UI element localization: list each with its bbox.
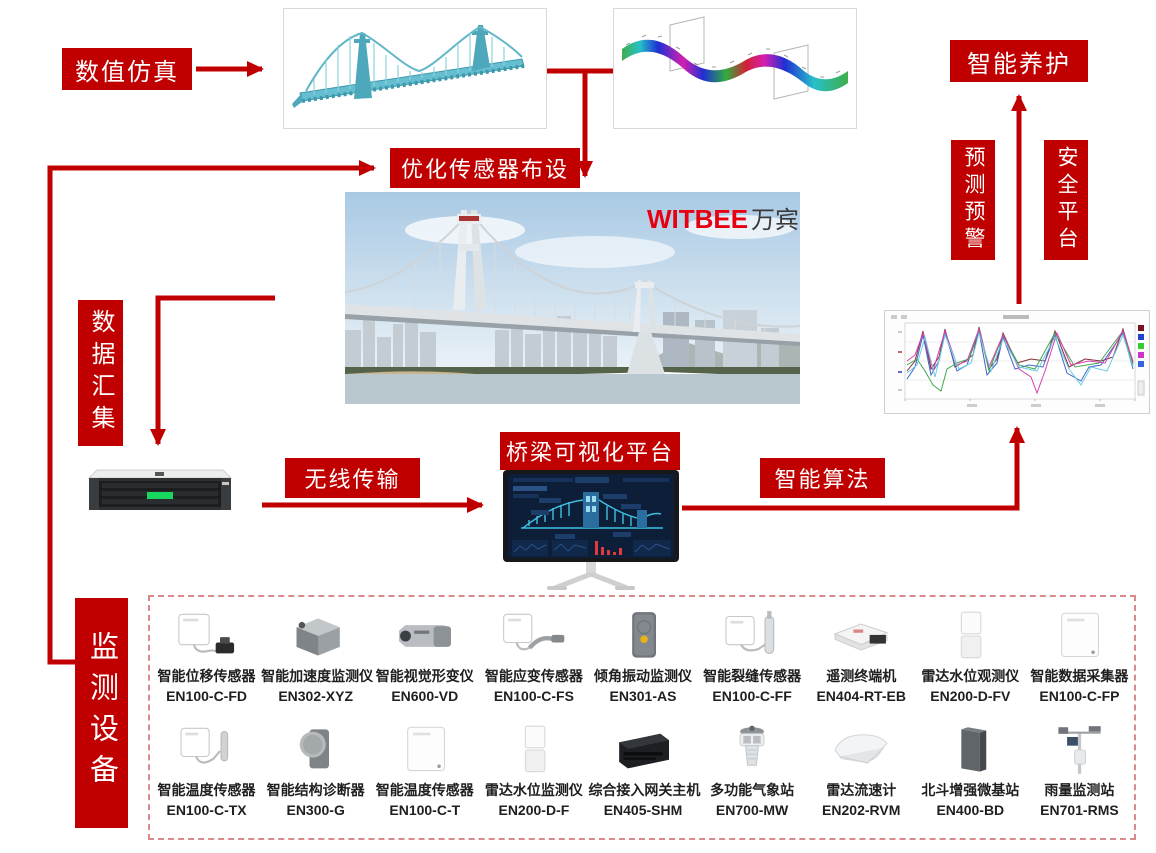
device-model: EN100-C-FS bbox=[493, 688, 574, 704]
radar-water-level-gauge-icon bbox=[931, 610, 1009, 662]
node-wireless-transmission: 无线传输 bbox=[285, 458, 420, 498]
device-item: 智能裂缝传感器 EN100-C-FF bbox=[698, 600, 807, 704]
device-name: 智能位移传感器 bbox=[157, 668, 256, 684]
strain-sensor-icon bbox=[495, 610, 573, 662]
watermark-company: 万宾 bbox=[751, 207, 799, 234]
device-item: 智能结构诊断器 EN300-G bbox=[261, 714, 370, 818]
device-name: 雨量监测站 bbox=[1044, 782, 1115, 798]
device-item: 多功能气象站 EN700-MW bbox=[698, 714, 807, 818]
bridge-photo: WITBEE 万宾 bbox=[345, 192, 800, 404]
equipment-row-2: 智能温度传感器 EN100-C-TX 智能结构诊断器 EN300-G 智能温度传… bbox=[152, 714, 1134, 818]
bridge-fem-model-image bbox=[283, 8, 547, 129]
device-model: EN400-BD bbox=[936, 802, 1005, 818]
node-monitoring-equipment: 监测设备 bbox=[75, 598, 128, 828]
device-name: 智能数据采集器 bbox=[1030, 668, 1129, 684]
device-item: 智能温度传感器 EN100-C-T bbox=[370, 714, 479, 818]
frequency-response-chart bbox=[884, 310, 1150, 414]
equipment-panel-border bbox=[148, 595, 1136, 840]
visualization-monitor bbox=[503, 470, 679, 594]
watermark-brand: WITBEE bbox=[647, 204, 748, 234]
node-numerical-simulation: 数值仿真 bbox=[62, 48, 192, 90]
node-optimize-sensor-layout: 优化传感器布设 bbox=[390, 148, 580, 188]
data-collector-icon bbox=[1040, 610, 1118, 662]
device-name: 智能视觉形变仪 bbox=[375, 668, 474, 684]
vision-deformation-camera-icon bbox=[386, 610, 464, 662]
device-model: EN200-D-FV bbox=[930, 688, 1011, 704]
device-model: EN202-RVM bbox=[822, 802, 901, 818]
device-name: 雷达流速计 bbox=[826, 782, 897, 798]
node-smart-maintenance: 智能养护 bbox=[950, 40, 1088, 82]
device-model: EN200-D-F bbox=[498, 802, 570, 818]
device-item: 综合接入网关主机 EN405-SHM bbox=[588, 714, 701, 818]
device-item: 智能加速度监测仪 EN302-XYZ bbox=[261, 600, 374, 704]
device-item: 智能温度传感器 EN100-C-TX bbox=[152, 714, 261, 818]
device-item: 雷达水位监测仪 EN200-D-F bbox=[479, 714, 588, 818]
device-name: 智能加速度监测仪 bbox=[261, 668, 374, 684]
displacement-sensor-icon bbox=[168, 610, 246, 662]
device-item: 智能应变传感器 EN100-C-FS bbox=[479, 600, 588, 704]
device-item: 北斗增强微基站 EN400-BD bbox=[916, 714, 1025, 818]
device-name: 智能温度传感器 bbox=[157, 782, 256, 798]
device-name: 智能结构诊断器 bbox=[266, 782, 365, 798]
device-item: 倾角振动监测仪 EN301-AS bbox=[588, 600, 697, 704]
device-model: EN100-C-TX bbox=[166, 802, 247, 818]
beidou-base-station-icon bbox=[931, 724, 1009, 776]
device-name: 倾角振动监测仪 bbox=[593, 668, 692, 684]
device-name: 智能裂缝传感器 bbox=[703, 668, 802, 684]
device-name: 智能应变传感器 bbox=[484, 668, 583, 684]
device-item: 雨量监测站 EN701-RMS bbox=[1025, 714, 1134, 818]
temperature-sensor-icon bbox=[168, 724, 246, 776]
device-name: 雷达水位监测仪 bbox=[484, 782, 583, 798]
device-model: EN302-XYZ bbox=[278, 688, 354, 704]
device-model: EN100-C-T bbox=[389, 802, 461, 818]
modal-analysis-image bbox=[613, 8, 857, 129]
node-prediction-warning: 预测预警 bbox=[951, 140, 995, 260]
device-model: EN301-AS bbox=[609, 688, 677, 704]
device-name: 智能温度传感器 bbox=[375, 782, 474, 798]
device-model: EN404-RT-EB bbox=[816, 688, 906, 704]
accelerometer-icon bbox=[277, 610, 355, 662]
tilt-vibration-monitor-icon bbox=[604, 610, 682, 662]
device-model: EN100-C-FP bbox=[1039, 688, 1120, 704]
weather-station-icon bbox=[713, 724, 791, 776]
device-model: EN300-G bbox=[286, 802, 345, 818]
device-model: EN701-RMS bbox=[1040, 802, 1119, 818]
device-item: 遥测终端机 EN404-RT-EB bbox=[807, 600, 916, 704]
rain-monitoring-station-icon bbox=[1040, 724, 1118, 776]
device-item: 智能位移传感器 EN100-C-FD bbox=[152, 600, 261, 704]
device-item: 雷达流速计 EN202-RVM bbox=[807, 714, 916, 818]
crack-sensor-icon bbox=[713, 610, 791, 662]
device-model: EN100-C-FF bbox=[712, 688, 792, 704]
node-bridge-visual-platform: 桥梁可视化平台 bbox=[500, 432, 680, 470]
device-item: 雷达水位观测仪 EN200-D-FV bbox=[916, 600, 1025, 704]
device-name: 综合接入网关主机 bbox=[588, 782, 701, 798]
gateway-host-icon bbox=[604, 724, 682, 776]
device-model: EN100-C-FD bbox=[166, 688, 247, 704]
device-item: 智能视觉形变仪 EN600-VD bbox=[370, 600, 479, 704]
telemetry-terminal-icon bbox=[822, 610, 900, 662]
device-name: 多功能气象站 bbox=[710, 782, 795, 798]
temperature-sensor-panel-icon bbox=[386, 724, 464, 776]
equipment-grid: 智能位移传感器 EN100-C-FD 智能加速度监测仪 EN302-XYZ 智能… bbox=[152, 600, 1134, 818]
data-server-image bbox=[85, 462, 235, 520]
structure-diagnoser-icon bbox=[277, 724, 355, 776]
node-safety-platform: 安全平台 bbox=[1044, 140, 1088, 260]
radar-flowmeter-icon bbox=[822, 724, 900, 776]
device-model: EN700-MW bbox=[715, 802, 789, 818]
device-model: EN600-VD bbox=[391, 688, 459, 704]
equipment-row-1: 智能位移传感器 EN100-C-FD 智能加速度监测仪 EN302-XYZ 智能… bbox=[152, 600, 1134, 704]
node-data-aggregation: 数据汇集 bbox=[78, 300, 123, 446]
device-name: 北斗增强微基站 bbox=[921, 782, 1020, 798]
device-name: 雷达水位观测仪 bbox=[921, 668, 1020, 684]
radar-water-level-monitor-icon bbox=[495, 724, 573, 776]
node-intelligent-algorithm: 智能算法 bbox=[760, 458, 885, 498]
device-item: 智能数据采集器 EN100-C-FP bbox=[1025, 600, 1134, 704]
device-name: 遥测终端机 bbox=[826, 668, 897, 684]
device-model: EN405-SHM bbox=[603, 802, 683, 818]
